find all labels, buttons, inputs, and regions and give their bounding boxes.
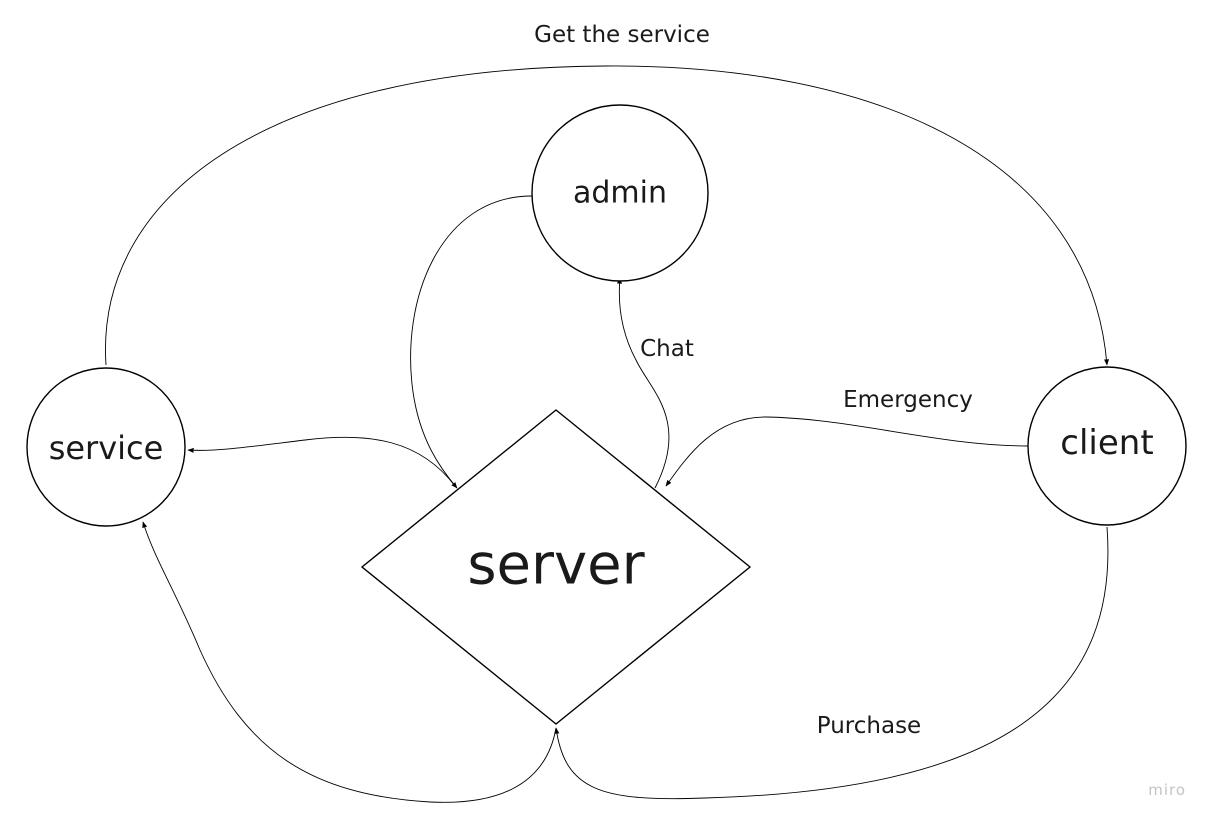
edge-server-to-service: [187, 436, 456, 487]
client-label: client: [1060, 423, 1153, 463]
edge-admin-to-server: [410, 195, 533, 489]
client-node[interactable]: [1027, 366, 1187, 526]
edge-server-to-service-bottom: [142, 521, 557, 803]
server-label: server: [467, 533, 645, 598]
miro-watermark: miro: [1148, 781, 1186, 799]
emergency-label: Emergency: [843, 387, 973, 413]
edge-chat: [616, 277, 670, 489]
edge-emergency: [665, 416, 1029, 487]
get-the-service-label: Get the service: [534, 22, 710, 48]
server-node[interactable]: [360, 409, 752, 725]
edge-get-the-service: [105, 65, 1110, 366]
admin-label: admin: [573, 176, 667, 211]
service-label: service: [49, 429, 164, 467]
admin-node[interactable]: [531, 104, 709, 282]
edge-purchase: [554, 526, 1109, 800]
purchase-label: Purchase: [817, 713, 921, 739]
service-node[interactable]: [26, 367, 186, 527]
chat-label: Chat: [640, 336, 694, 362]
